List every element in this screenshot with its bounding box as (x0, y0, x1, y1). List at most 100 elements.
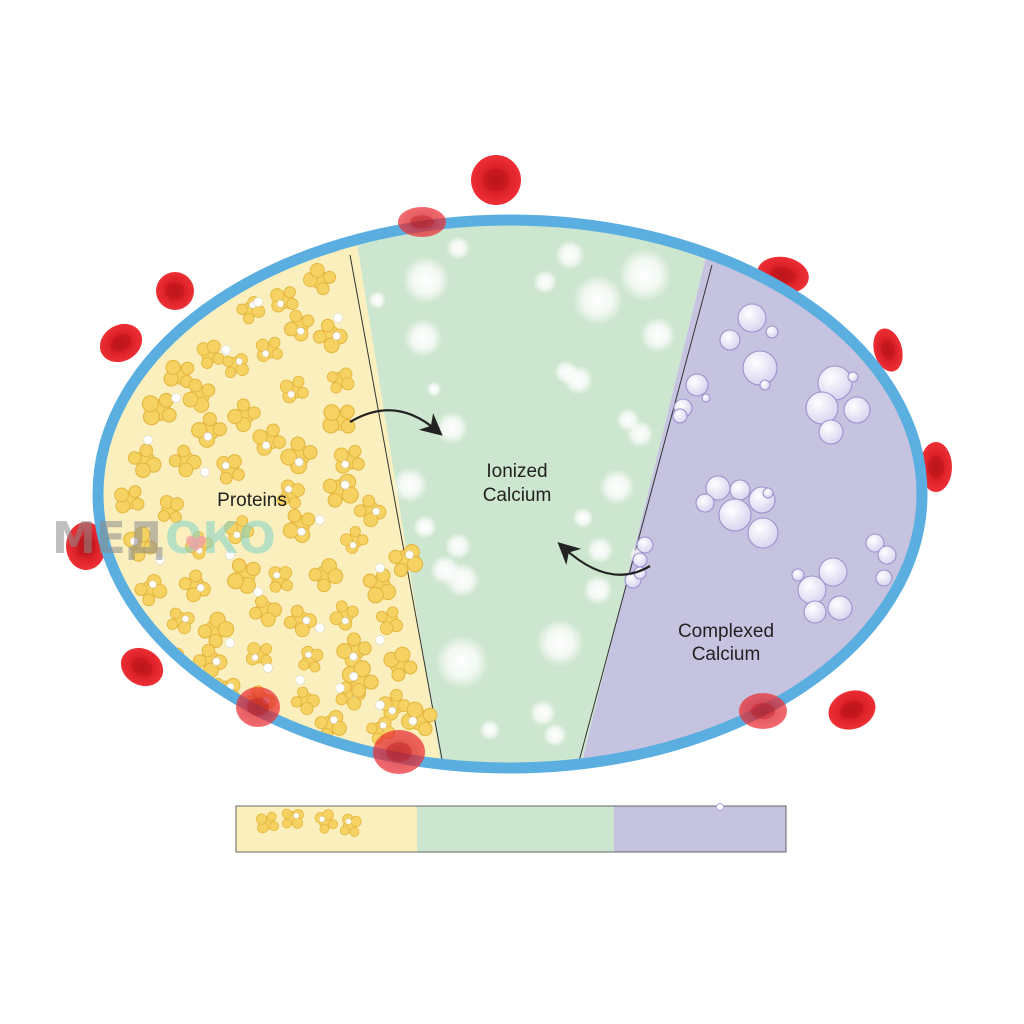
watermark-part1: МЕД (52, 513, 165, 564)
red-blood-cell (920, 442, 952, 492)
protein-molecule (197, 611, 235, 649)
ionized-calcium-ion (563, 365, 593, 395)
ionized-calcium-ion (435, 411, 469, 445)
legend-bar (235, 803, 787, 853)
complexed-calcium-particle (875, 569, 893, 587)
protein-molecule (114, 485, 145, 514)
ionized-calcium-ion (599, 469, 635, 505)
protein-molecule (279, 375, 309, 404)
protein-molecule (362, 568, 397, 604)
ionized-calcium-ion (543, 723, 567, 747)
ionized-calcium-ion (403, 318, 443, 358)
protein-molecule (123, 526, 158, 562)
protein-bound-calcium (171, 393, 181, 403)
protein-molecule (341, 660, 379, 698)
legend-complexed-particle (716, 803, 724, 811)
red-blood-cells-on-membrane (236, 207, 787, 774)
ionized-calcium-ion (640, 317, 676, 353)
protein-bound-calcium (335, 683, 345, 693)
ionized-calcium-ion (392, 467, 428, 503)
ionized-calcium-ion (446, 236, 470, 260)
red-blood-cell (120, 647, 164, 687)
complexed-calcium-particle (843, 396, 871, 424)
complexed-calcium-particle (695, 493, 715, 513)
ionized-calcium-ion (529, 699, 557, 727)
protein-molecule (340, 525, 369, 554)
protein-molecule (168, 444, 202, 478)
protein-molecule (283, 604, 317, 638)
protein-molecule (312, 318, 348, 354)
red-blood-cell (828, 690, 876, 730)
protein-molecule (329, 600, 359, 631)
complexed-calcium-particle (765, 325, 779, 339)
protein-molecule (353, 494, 387, 528)
protein-molecule (280, 436, 318, 475)
legend-bar-border (235, 805, 787, 853)
protein-molecule (290, 686, 320, 716)
complexed-calcium-particle (729, 479, 751, 501)
ionized-calcium-label-line1: Ionized (486, 461, 547, 482)
complexed-calcium-particle (791, 568, 805, 582)
complexed-calcium-particle (803, 600, 827, 624)
protein-bound-calcium (155, 555, 165, 565)
protein-molecule (227, 398, 261, 433)
protein-molecule (298, 645, 324, 673)
complexed-calcium-particle (805, 391, 839, 425)
red-blood-cell (156, 272, 194, 310)
protein-bound-calcium (375, 635, 385, 645)
protein-molecule (283, 309, 315, 342)
protein-molecule (268, 566, 293, 593)
complexed-calcium-particle (636, 536, 654, 554)
protein-bound-calcium (253, 587, 263, 597)
complexed-calcium-particle (737, 303, 767, 333)
protein-molecule (383, 646, 418, 682)
complexed-calcium-particle (762, 487, 774, 499)
membrane-outline (92, 214, 928, 774)
complexed-calcium-particle (797, 575, 827, 605)
ionized-calcium-ion (618, 248, 672, 302)
complexed-calcium-particle (747, 517, 779, 549)
protein-bound-calcium (375, 563, 385, 573)
red-blood-cell (66, 522, 106, 570)
legend-complexed-swatch (614, 806, 786, 852)
complexed-calcium-particle (742, 350, 778, 386)
complexed-calcium-particle (685, 373, 709, 397)
protein-bound-calcium (333, 313, 343, 323)
complexed-calcium-label-line2: Calcium (692, 644, 761, 665)
protein-molecule (314, 809, 339, 834)
region-divider-left (349, 254, 444, 766)
ionized-calcium-ions (368, 236, 676, 747)
complexed-calcium-particle (701, 393, 711, 403)
protein-molecule (196, 339, 225, 369)
protein-molecule (255, 811, 280, 834)
protein-molecule (388, 544, 424, 578)
complexed-calcium-particle (877, 545, 897, 565)
protein-bound-calcium (375, 700, 385, 710)
region-divider-right (577, 264, 713, 766)
watermark-heart-icon (186, 535, 206, 551)
ionized-calcium-ion (555, 240, 585, 270)
red-blood-cell (873, 328, 903, 372)
curved-arrow-right-icon (349, 409, 443, 436)
complexed-calcium-particle (719, 329, 741, 351)
complexed-calcium-particle (718, 498, 752, 532)
ionized-calcium-ion (533, 270, 557, 294)
red-blood-cell (739, 693, 787, 729)
protein-molecule (270, 286, 299, 313)
protein-bound-calcium (253, 297, 263, 307)
protein-molecule (192, 643, 228, 679)
complexed-calcium-label-line1: Complexed (678, 621, 774, 642)
protein-molecule (333, 444, 365, 474)
protein-bound-calcium (295, 675, 305, 685)
red-blood-cell (99, 323, 143, 363)
protein-molecule (282, 508, 316, 543)
protein-bound-calcium (315, 515, 325, 525)
legend-protein-molecules (255, 808, 362, 837)
complexed-calcium-particle (847, 371, 859, 383)
complexed-calcium-particle (672, 408, 688, 424)
curved-arrow-left-icon (557, 542, 651, 576)
ionized-calcium-ion (413, 515, 437, 539)
ionized-calcium-ion (586, 536, 614, 564)
protein-molecule (281, 808, 304, 829)
